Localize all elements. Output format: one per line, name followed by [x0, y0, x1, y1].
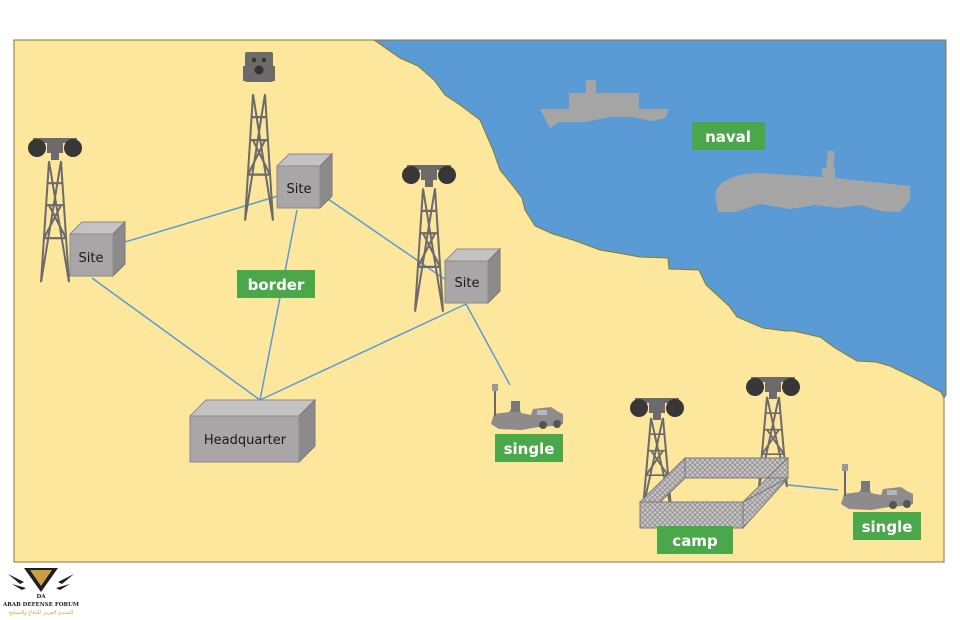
label-border-text: border [248, 276, 305, 294]
label-naval-text: naval [705, 128, 751, 146]
label-naval: naval [692, 122, 765, 150]
logo-name: ARAB DEFENSE FORUM [2, 602, 79, 608]
ship-icon [540, 80, 669, 128]
site-label: Site [79, 251, 104, 266]
label-camp-text: camp [672, 532, 718, 550]
camera-tower-icon [243, 52, 275, 222]
label-single-text: single [862, 518, 913, 536]
site-node-right: Site [443, 247, 502, 305]
site-label: Site [287, 182, 312, 197]
site-label: Site [455, 276, 480, 291]
label-single-2: single [853, 512, 921, 540]
label-camp: camp [657, 526, 733, 554]
logo-arabic: المنتدى العربي للدفاع والتسليح [9, 610, 73, 616]
headquarter-node: Headquarter [188, 398, 317, 464]
headquarter-label: Headquarter [204, 433, 287, 448]
submarine-icon [715, 168, 910, 212]
fenced-camp-icon [638, 456, 789, 530]
label-border: border [237, 270, 315, 298]
site-node-top: Site [275, 152, 334, 210]
logo-monogram: DA [36, 594, 46, 600]
submarine-periscope [826, 150, 835, 172]
label-single-text: single [504, 440, 555, 458]
network-links [91, 195, 839, 491]
watermark-logo: DA ARAB DEFENSE FORUM المنتدى العربي للد… [2, 568, 79, 616]
label-single-1: single [495, 434, 563, 462]
sea-area [372, 39, 947, 399]
site-node-left: Site [68, 220, 127, 278]
